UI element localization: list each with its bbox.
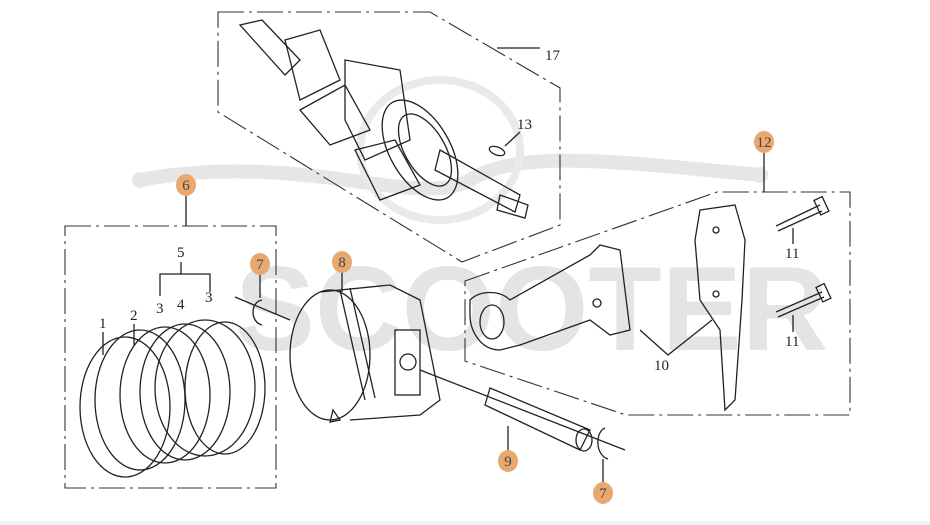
crankshaft-drawing <box>238 19 529 219</box>
callout-badge-9[interactable]: 9 <box>498 450 518 472</box>
piston-rings-drawing <box>79 319 266 478</box>
svg-text:12: 12 <box>757 135 772 151</box>
bolt-lower <box>775 282 832 318</box>
piston-pin-drawing <box>419 369 626 452</box>
callout-badge-8[interactable]: 8 <box>332 251 352 273</box>
svg-text:8: 8 <box>338 255 346 271</box>
callout-badge-7-right[interactable]: 7 <box>593 482 613 504</box>
label-10: 10 <box>654 358 669 374</box>
clip-right <box>597 427 609 460</box>
label-1: 1 <box>99 316 107 332</box>
label-5: 5 <box>177 245 185 261</box>
label-4: 4 <box>177 297 185 313</box>
piston-drawing <box>289 284 441 423</box>
callout-badge-12[interactable]: 12 <box>754 131 774 153</box>
svg-text:6: 6 <box>182 178 190 194</box>
label-13: 13 <box>517 117 532 133</box>
callout-badge-7-left[interactable]: 7 <box>250 253 270 275</box>
crankshaft-group-box <box>217 11 561 263</box>
label-11-lower: 11 <box>785 334 799 350</box>
label-17: 17 <box>545 48 561 64</box>
watermark-logo: SCOOTER <box>132 76 828 376</box>
svg-text:9: 9 <box>504 454 512 470</box>
label-2: 2 <box>130 308 138 324</box>
callout-badge-6[interactable]: 6 <box>176 174 196 196</box>
label-3-right: 3 <box>205 290 213 306</box>
piston-ring-group-box <box>64 225 277 489</box>
leader-lines <box>102 47 794 484</box>
connecting-rod-drawing <box>469 204 746 412</box>
bolt-upper <box>775 195 830 232</box>
watermark-text: SCOOTER <box>235 242 828 376</box>
bottom-strip <box>0 521 930 525</box>
label-3-left: 3 <box>156 301 164 317</box>
svg-text:7: 7 <box>256 257 264 273</box>
svg-text:7: 7 <box>599 486 607 502</box>
label-11-upper: 11 <box>785 246 799 262</box>
clip-left <box>252 299 263 326</box>
connecting-rod-group-box <box>464 191 851 416</box>
